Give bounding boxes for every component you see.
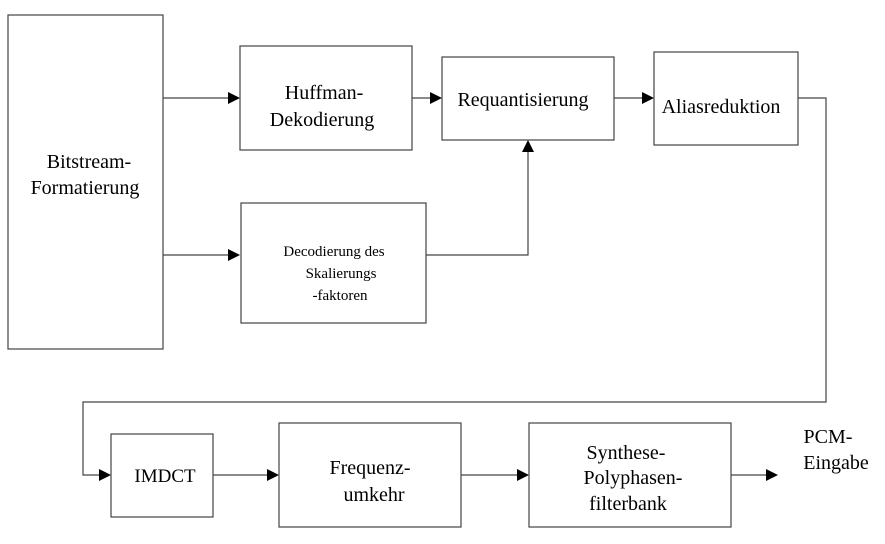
block-freq-line-2: umkehr	[343, 484, 404, 506]
block-synth-line-3: filterbank	[589, 493, 667, 515]
block-scale-line-3: -faktoren	[313, 288, 368, 304]
arrowhead-scale	[228, 249, 240, 261]
arrowhead-alias	[642, 92, 654, 104]
block-alias-line-1: Aliasreduktion	[662, 96, 781, 118]
block-huffman-line-1: Huffman-	[285, 82, 364, 104]
block-bitstream: Bitstream- Formatierung	[7, 14, 164, 350]
arrowhead-synth	[517, 469, 529, 481]
block-synth: Synthese- Polyphasen- filterbank	[528, 422, 732, 528]
block-scale: Decodierung des Skalierungs -faktoren	[240, 202, 427, 324]
block-freq-line-1: Frequenz-	[329, 457, 410, 479]
block-scale-line-2: Skalierungs	[306, 266, 377, 282]
block-imdct: IMDCT	[110, 433, 214, 518]
block-huffman: Huffman- Dekodierung	[239, 45, 413, 151]
arrowhead-imdct	[99, 469, 111, 481]
arrowhead-requant-left	[430, 92, 442, 104]
block-freq: Frequenz- umkehr	[278, 422, 462, 528]
output-label-line-1: PCM-	[804, 426, 853, 448]
block-scale-line-1: Decodierung des	[283, 244, 384, 260]
arrowhead-output	[766, 469, 778, 481]
block-alias: Aliasreduktion	[653, 51, 799, 146]
block-synth-line-1: Synthese-	[587, 442, 666, 464]
block-requant: Requantisierung	[441, 56, 615, 141]
arrowhead-requant-bottom	[522, 140, 534, 152]
output-label: PCM- Eingabe	[803, 426, 869, 474]
connectors	[82, 97, 827, 476]
arrowheads	[99, 92, 778, 481]
arrowhead-huffman	[228, 92, 240, 104]
connector-alias-imdct	[82, 97, 827, 476]
block-imdct-line-1: IMDCT	[134, 466, 196, 487]
block-bitstream-line-2: Formatierung	[31, 177, 140, 199]
output-label-line-2: Eingabe	[803, 452, 869, 474]
arrowhead-freq	[267, 469, 279, 481]
connector-scale-requant	[426, 150, 529, 256]
block-bitstream-line-1: Bitstream-	[47, 151, 131, 173]
block-requant-line-1: Requantisierung	[457, 89, 588, 111]
block-huffman-line-2: Dekodierung	[270, 109, 374, 131]
block-synth-line-2: Polyphasen-	[584, 467, 683, 489]
